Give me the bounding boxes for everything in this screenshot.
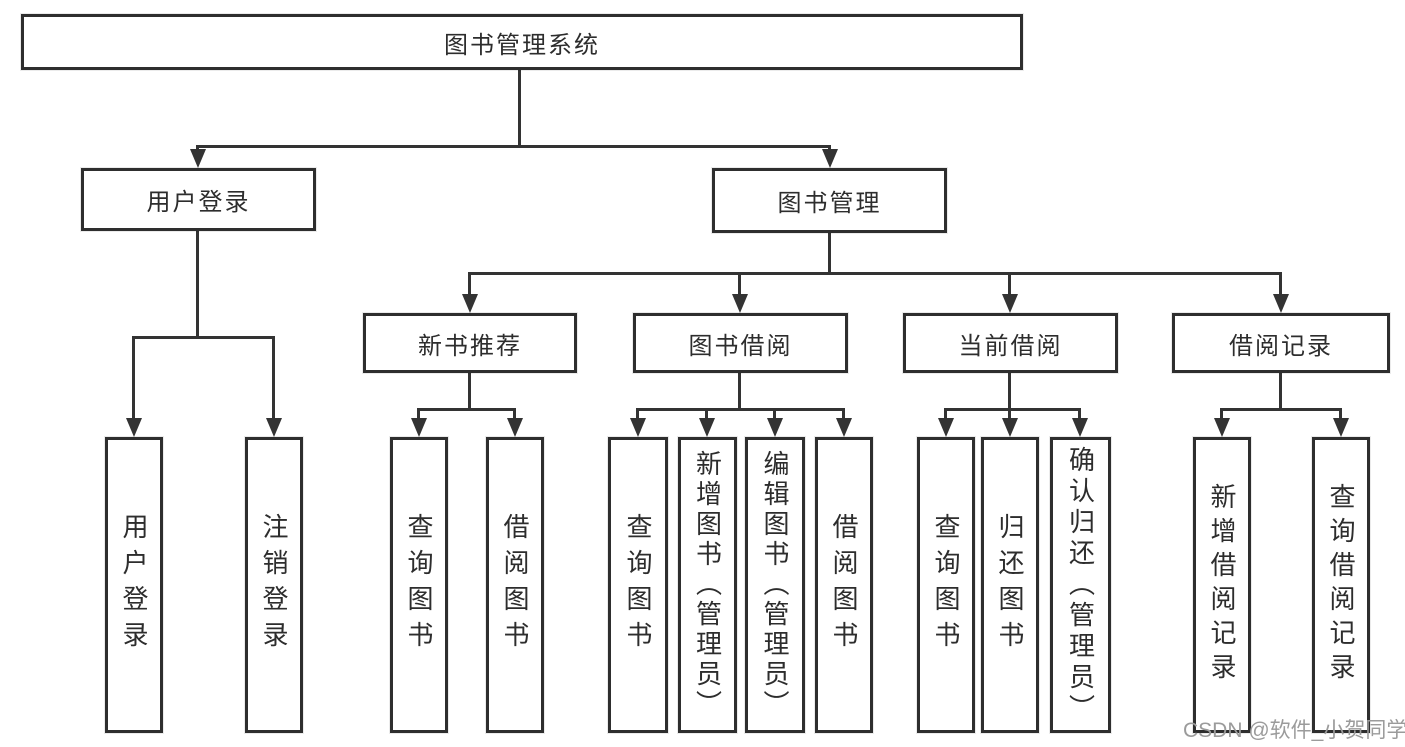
arrowhead-icon	[767, 418, 783, 437]
leaf-borrow-books-recommend: 借阅图书	[486, 437, 544, 733]
connector-line	[518, 69, 521, 148]
connector-line	[196, 145, 831, 148]
leaf-return-books-label: 归还图书	[995, 513, 1025, 657]
arrowhead-icon	[411, 418, 427, 437]
connector-line	[1279, 272, 1282, 298]
leaf-query-books-borrow: 查询图书	[608, 437, 668, 733]
connector-line	[1220, 408, 1342, 411]
node-current-borrow: 当前借阅	[903, 313, 1118, 373]
node-borrow-record-label: 借阅记录	[1229, 332, 1333, 360]
leaf-query-books-current-label: 查询图书	[931, 513, 961, 657]
node-user-login-label: 用户登录	[146, 189, 251, 216]
connector-line	[1279, 373, 1282, 411]
node-new-book-recommend-label: 新书推荐	[418, 332, 522, 360]
leaf-borrow-books: 借阅图书	[815, 437, 873, 733]
arrowhead-icon	[1214, 418, 1230, 437]
leaf-logout-label: 注销登录	[259, 513, 289, 657]
node-root-label: 图书管理系统	[444, 31, 600, 59]
arrowhead-icon	[836, 418, 852, 437]
leaf-edit-books-admin: 编辑图书（管理员）	[745, 437, 805, 733]
connector-line	[1008, 272, 1011, 298]
connector-line	[417, 408, 420, 422]
node-book-borrow-label: 图书借阅	[688, 332, 793, 360]
connector-line	[1078, 408, 1081, 422]
arrowhead-icon	[266, 418, 282, 437]
leaf-add-borrow-record-label: 新增借阅记录	[1207, 483, 1237, 687]
leaf-logout: 注销登录	[245, 437, 303, 733]
leaf-confirm-return-admin: 确认归还（管理员）	[1050, 437, 1111, 733]
connector-line	[468, 272, 1282, 275]
leaf-add-books-admin: 新增图书（管理员）	[678, 437, 737, 733]
node-book-management: 图书管理	[712, 168, 947, 233]
arrowhead-icon	[1273, 294, 1289, 313]
leaf-query-books-recommend: 查询图书	[390, 437, 448, 733]
connector-line	[1008, 408, 1011, 422]
connector-line	[1339, 408, 1342, 422]
arrowhead-icon	[822, 149, 838, 168]
arrowhead-icon	[732, 294, 748, 313]
arrowhead-icon	[1072, 418, 1088, 437]
connector-line	[828, 232, 831, 275]
leaf-add-books-admin-label: 新增图书（管理员）	[692, 450, 723, 720]
leaf-query-books-current: 查询图书	[917, 437, 975, 733]
leaf-user-login: 用户登录	[105, 437, 163, 733]
connector-line	[1008, 373, 1011, 411]
connector-line	[196, 230, 199, 339]
connector-line	[468, 272, 471, 298]
node-book-borrow: 图书借阅	[633, 313, 848, 373]
leaf-user-login-label: 用户登录	[119, 513, 149, 657]
arrowhead-icon	[699, 418, 715, 437]
leaf-add-borrow-record: 新增借阅记录	[1193, 437, 1251, 733]
node-current-borrow-label: 当前借阅	[958, 332, 1063, 360]
arrowhead-icon	[1002, 418, 1018, 437]
connector-line	[132, 336, 135, 422]
connector-line	[944, 408, 1081, 411]
node-root: 图书管理系统	[21, 14, 1023, 70]
arrowhead-icon	[1002, 294, 1018, 313]
connector-line	[132, 336, 275, 339]
leaf-query-borrow-record: 查询借阅记录	[1312, 437, 1370, 733]
leaf-borrow-books-label: 借阅图书	[829, 513, 859, 657]
leaf-query-books-borrow-label: 查询图书	[623, 513, 653, 657]
connector-line	[1220, 408, 1223, 422]
connector-line	[773, 408, 776, 422]
leaf-query-borrow-record-label: 查询借阅记录	[1326, 483, 1356, 687]
leaf-borrow-books-recommend-label: 借阅图书	[500, 513, 530, 657]
leaf-edit-books-admin-label: 编辑图书（管理员）	[760, 450, 790, 720]
connector-line	[636, 408, 639, 422]
node-new-book-recommend: 新书推荐	[363, 313, 577, 373]
connector-line	[738, 272, 741, 298]
connector-line	[468, 373, 471, 411]
connector-line	[636, 408, 845, 411]
connector-line	[705, 408, 708, 422]
arrowhead-icon	[462, 294, 478, 313]
arrowhead-icon	[126, 418, 142, 437]
node-user-login: 用户登录	[81, 168, 316, 231]
csdn-watermark: CSDN @软件_小贺同学	[1183, 719, 1405, 742]
node-book-management-label: 图书管理	[777, 190, 882, 217]
connector-line	[944, 408, 947, 422]
connector-line	[513, 408, 516, 422]
arrowhead-icon	[507, 418, 523, 437]
connector-line	[272, 336, 275, 422]
leaf-return-books: 归还图书	[981, 437, 1039, 733]
connector-line	[738, 373, 741, 411]
arrowhead-icon	[938, 418, 954, 437]
connector-line	[842, 408, 845, 422]
arrowhead-icon	[1333, 418, 1349, 437]
connector-line	[417, 408, 516, 411]
arrowhead-icon	[630, 418, 646, 437]
arrowhead-icon	[190, 149, 206, 168]
leaf-confirm-return-admin-label: 确认归还（管理员）	[1065, 445, 1096, 725]
node-borrow-record: 借阅记录	[1172, 313, 1390, 373]
leaf-query-books-recommend-label: 查询图书	[404, 513, 434, 657]
